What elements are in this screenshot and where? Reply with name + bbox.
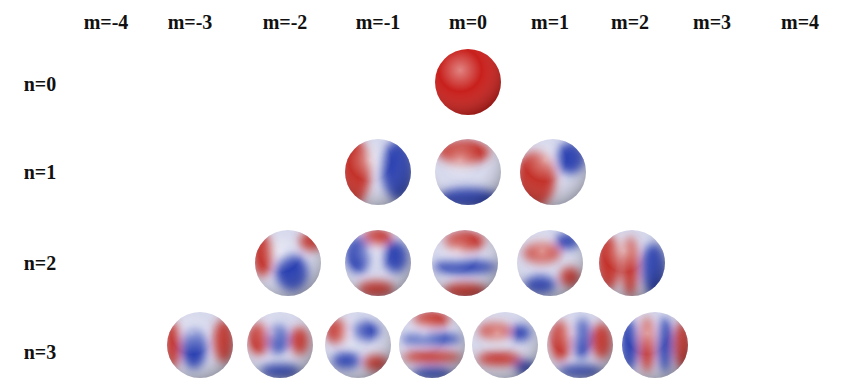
sphere: [344, 229, 412, 297]
sphere: [324, 311, 392, 378]
row-label: n=3: [24, 341, 57, 364]
sphere: [246, 311, 314, 378]
column-label: m=-4: [84, 11, 129, 34]
row-label: n=0: [24, 73, 57, 96]
sphere: [252, 229, 324, 297]
row-label: n=1: [24, 161, 57, 184]
column-label: m=0: [449, 11, 487, 34]
column-label: m=4: [781, 11, 819, 34]
column-label: m=-3: [168, 11, 213, 34]
sphere: [338, 138, 414, 206]
sphere: [398, 311, 466, 378]
sphere: [515, 138, 587, 208]
sphere: [516, 229, 584, 297]
sphere: [431, 229, 499, 299]
sphere: [596, 229, 666, 297]
sphere: [620, 311, 692, 378]
sphere: [546, 311, 614, 378]
row-label: n=2: [24, 252, 57, 275]
column-label: m=-2: [263, 11, 308, 34]
sphere: [471, 311, 539, 378]
sphere: [164, 311, 234, 378]
sphere: [434, 138, 502, 208]
sphere: [434, 48, 502, 116]
column-label: m=2: [611, 11, 649, 34]
column-label: m=1: [531, 11, 569, 34]
column-label: m=-1: [356, 11, 401, 34]
column-label: m=3: [693, 11, 731, 34]
